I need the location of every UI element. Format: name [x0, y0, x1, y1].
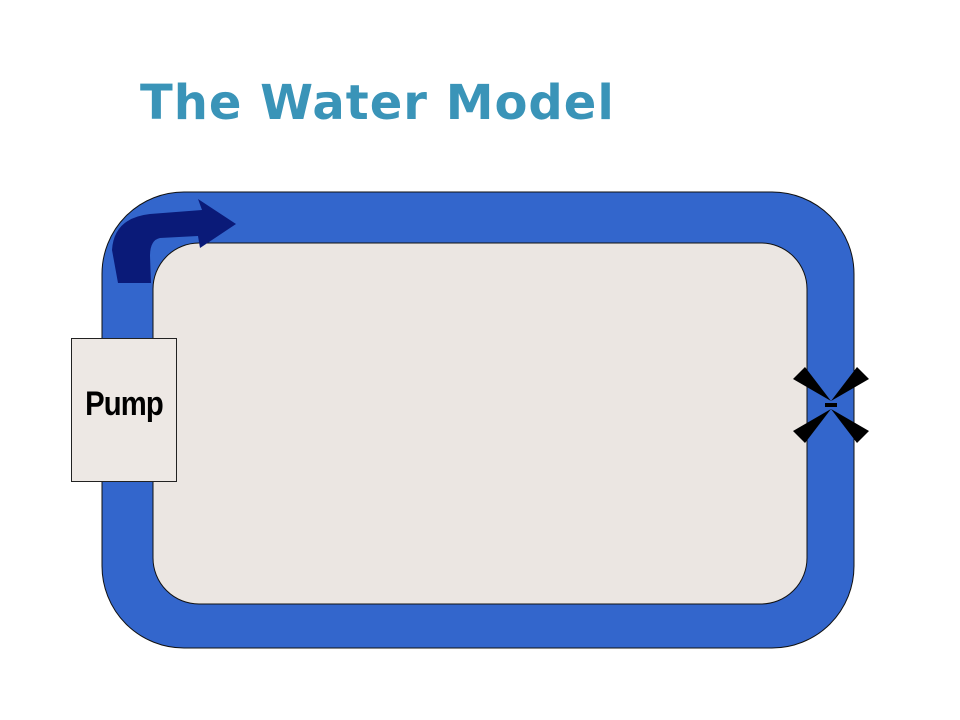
loop-interior [152, 242, 808, 605]
flow-arrow-icon [112, 199, 236, 283]
pump: Pump [71, 338, 177, 482]
slide-title: The Water Model [140, 75, 615, 131]
pump-label: Pump [85, 385, 164, 423]
valve-icon [793, 367, 869, 443]
